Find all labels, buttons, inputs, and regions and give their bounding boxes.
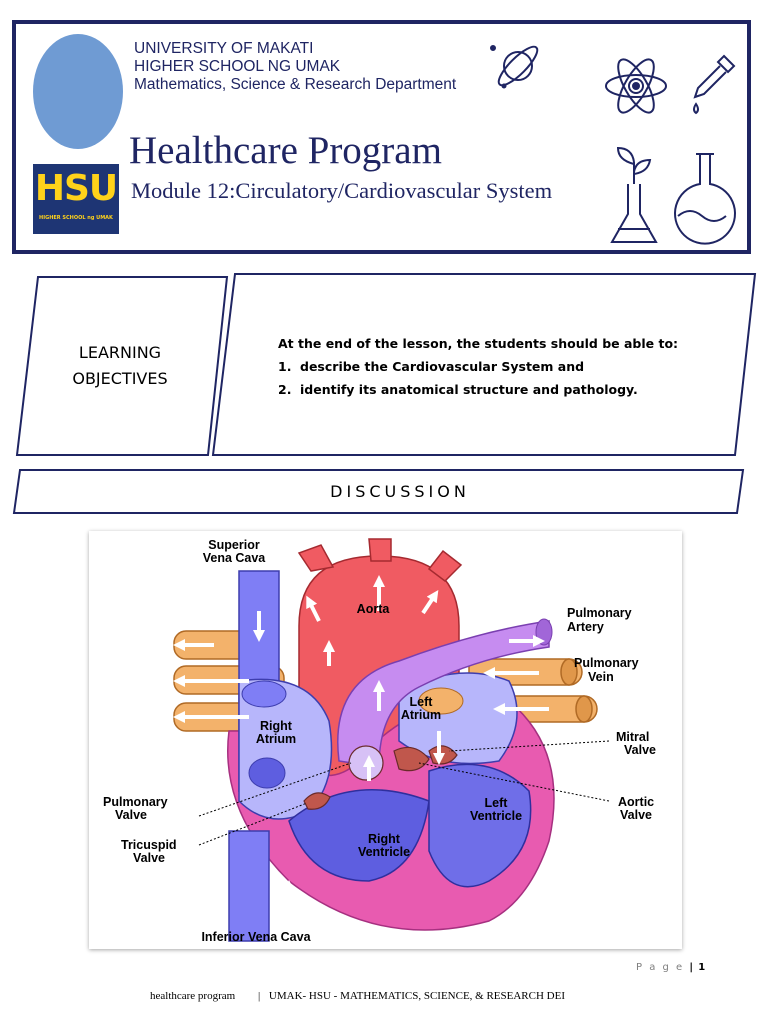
label-aortic-valve-1: Aortic <box>618 795 654 809</box>
label-left-ventricle-2: Ventricle <box>470 809 522 823</box>
objectives-list: At the end of the lesson, the students s… <box>278 332 678 401</box>
aortic-valve-shape <box>393 746 430 772</box>
objective-item: 2. identify its anatomical structure and… <box>278 378 678 401</box>
department-name: Mathematics, Science & Research Departme… <box>134 76 457 93</box>
label-mitral-valve-1: Mitral <box>616 730 649 744</box>
planet-icon <box>490 45 539 89</box>
atom-icon <box>605 58 667 114</box>
university-name: UNIVERSITY OF MAKATI <box>134 40 314 57</box>
university-logo <box>33 34 123 149</box>
institution-lines: UNIVERSITY OF MAKATI HIGHER SCHOOL NG UM… <box>134 40 456 94</box>
objectives-label-line1: LEARNING <box>78 343 162 362</box>
label-pulmonary-valve-1: Pulmonary <box>103 795 168 809</box>
objectives-intro: At the end of the lesson, the students s… <box>278 336 679 351</box>
page-number: P a g e | 1 <box>636 962 705 973</box>
footer-separator: | <box>257 990 261 1002</box>
pulmonary-valve-shape <box>348 745 384 781</box>
label-inferior-vena-cava: Inferior Vena Cava <box>201 930 311 944</box>
label-pulmonary-vein-1: Pulmonary <box>574 656 639 670</box>
label-aortic-valve-2: Valve <box>620 808 652 822</box>
objective-number: 1. <box>278 359 292 374</box>
objectives-label-line2: OBJECTIVES <box>72 369 168 388</box>
label-pulmonary-vein-2: Vein <box>588 670 614 684</box>
page-number-value: 1 <box>698 962 706 973</box>
science-icons <box>490 45 736 245</box>
label-pulmonary-valve-2: Valve <box>115 808 147 822</box>
label-left-atrium-2: Atrium <box>401 708 441 722</box>
sinus-opening <box>241 680 287 708</box>
program-title: Healthcare Program <box>129 129 442 172</box>
label-right-atrium-1: Right <box>260 719 293 733</box>
label-superior-vena-cava-1: Superior <box>208 538 260 552</box>
objective-item: 1. describe the Cardiovascular System an… <box>278 355 678 378</box>
objective-text: describe the Cardiovascular System and <box>300 359 585 374</box>
label-superior-vena-cava-2: Vena Cava <box>203 551 267 565</box>
discussion-heading: DISCUSSION <box>330 482 470 501</box>
label-right-ventricle-1: Right <box>368 832 401 846</box>
dropper-icon <box>693 54 736 115</box>
objectives-frames <box>12 273 757 514</box>
objective-text: identify its anatomical structure and pa… <box>300 382 638 397</box>
leader-lines <box>198 740 610 846</box>
page-separator: | <box>689 962 694 973</box>
label-right-ventricle-2: Ventricle <box>358 845 410 859</box>
hsu-logo-subtext: HIGHER SCHOOL ng UMAK <box>39 215 113 221</box>
round-flask-icon <box>674 153 736 245</box>
left-atrium-vein-opening <box>418 687 464 715</box>
heart-diagram: Superior Vena Cava Aorta Pulmonary Arter… <box>89 531 682 949</box>
label-left-ventricle-1: Left <box>485 796 509 810</box>
hsu-logo-text: HSU <box>34 168 118 209</box>
inferior-vena-cava <box>228 830 270 942</box>
school-name: HIGHER SCHOOL NG UMAK <box>134 58 341 75</box>
discussion-box <box>12 469 745 514</box>
page-prefix: P a g e <box>636 962 685 973</box>
label-pulmonary-artery-1: Pulmonary <box>567 606 632 620</box>
flow-arrows <box>173 575 549 911</box>
hsu-logo: HSU HIGHER SCHOOL ng UMAK <box>33 164 119 234</box>
diagram-labels: Superior Vena Cava Aorta Pulmonary Arter… <box>103 538 656 944</box>
label-right-atrium-2: Atrium <box>256 732 296 746</box>
left-ventricle <box>428 763 532 888</box>
label-tricuspid-valve-2: Valve <box>133 851 165 865</box>
heart-illustration: Superior Vena Cava Aorta Pulmonary Arter… <box>103 538 656 944</box>
label-left-atrium-1: Left <box>410 695 434 709</box>
footer-left: healthcare program <box>150 990 236 1002</box>
objectives-label: LEARNING OBJECTIVES <box>35 340 205 392</box>
label-aorta: Aorta <box>357 602 391 616</box>
footer: healthcare program | UMAK- HSU - MATHEMA… <box>150 990 740 1002</box>
objectives-content-box <box>211 273 757 456</box>
objectives-label-box <box>15 276 229 456</box>
label-mitral-valve-2: Valve <box>624 743 656 757</box>
label-pulmonary-artery-2: Artery <box>567 620 604 634</box>
label-tricuspid-valve-1: Tricuspid <box>121 838 177 852</box>
module-title: Module 12:Circulatory/Cardiovascular Sys… <box>131 178 553 203</box>
coronary-opening <box>248 757 286 789</box>
right-ventricle <box>288 789 430 882</box>
plant-flask-icon <box>610 146 658 243</box>
header-banner: HSU HIGHER SCHOOL ng UMAK UNIVERSITY OF … <box>12 20 751 254</box>
objective-number: 2. <box>278 382 292 397</box>
footer-right: UMAK- HSU - MATHEMATICS, SCIENCE, & RESE… <box>268 990 566 1002</box>
tricuspid-valve-shape <box>303 792 331 810</box>
